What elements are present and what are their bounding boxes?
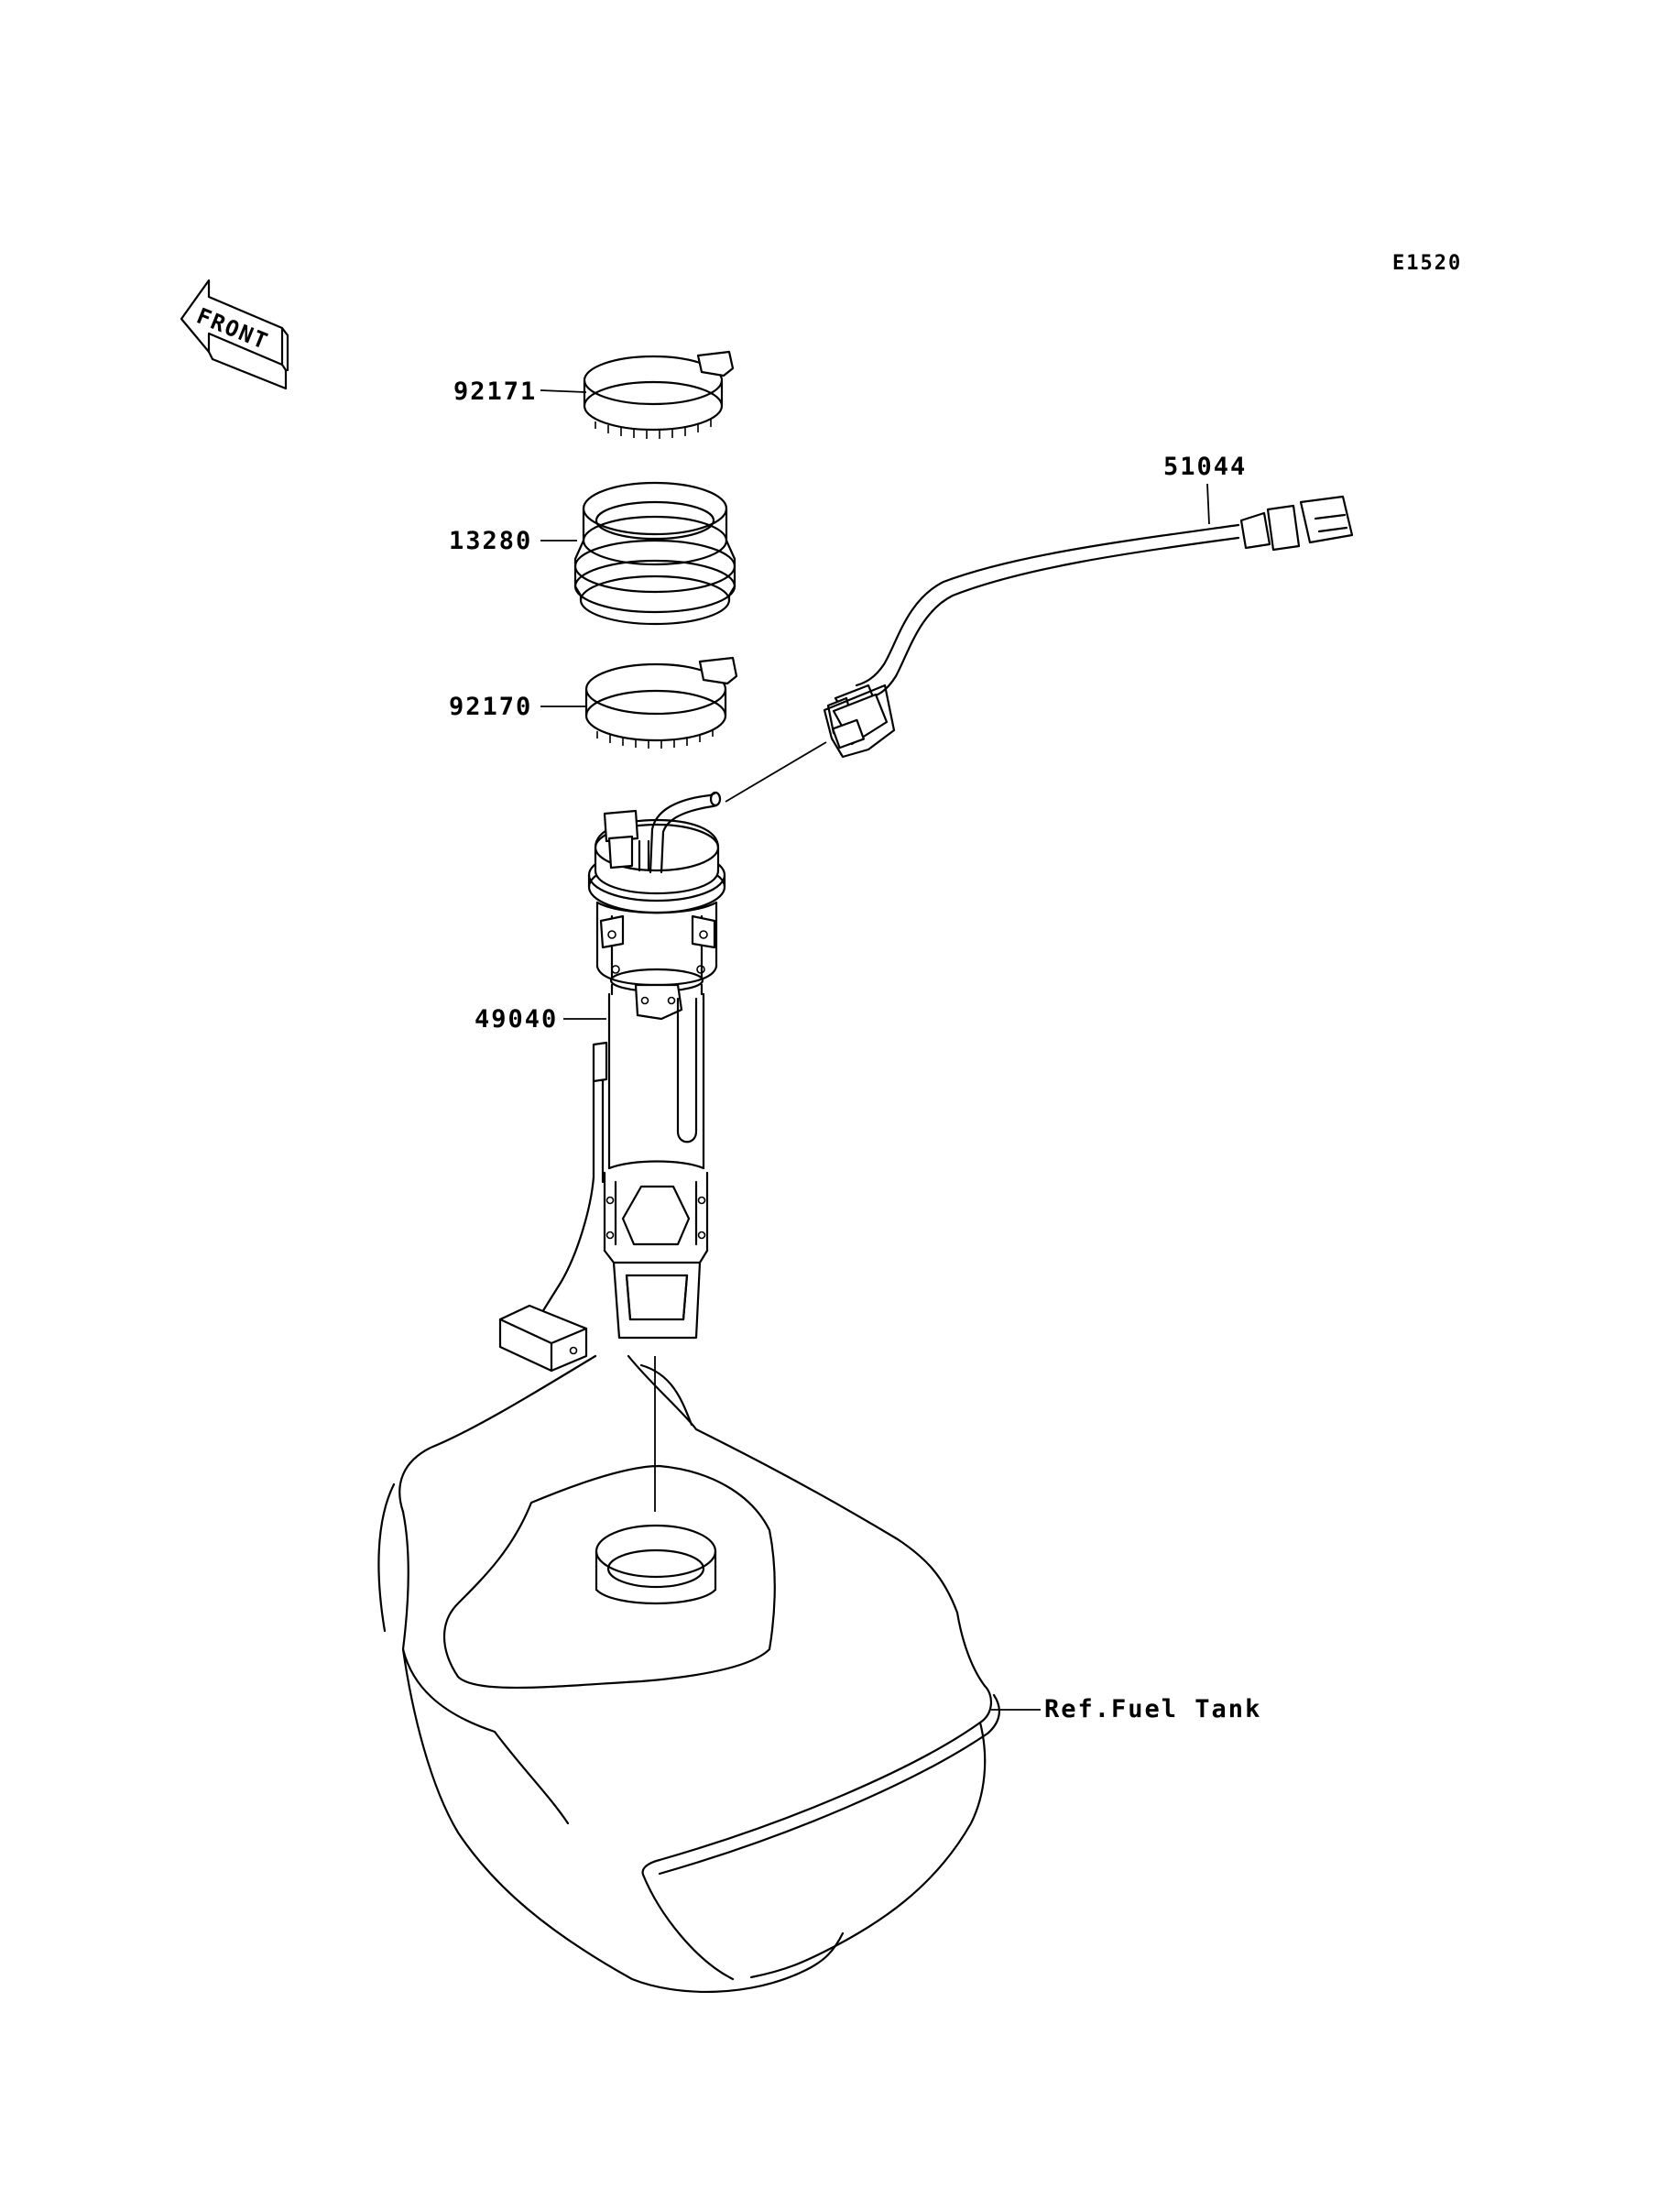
boot-13280 [573,481,736,626]
hose-connection-line [725,741,827,803]
fuel-tank [377,1354,1000,1994]
reference-fuel-tank: Ref.Fuel Tank [1044,1695,1261,1723]
leader-51044 [1206,483,1210,525]
diagram-code: E1520 [1392,252,1462,275]
front-arrow-icon: FRONT [180,279,289,390]
label-92171: 92171 [453,377,537,406]
fuel-pump-49040 [498,791,726,1373]
label-13280: 13280 [449,527,532,555]
label-49040: 49040 [475,1005,558,1034]
clamp-92170 [584,656,738,749]
leader-92171 [540,389,587,393]
label-51044: 51044 [1163,453,1247,481]
clamp-92171 [583,350,735,439]
hose-51044 [823,495,1354,759]
label-92170: 92170 [449,693,532,721]
